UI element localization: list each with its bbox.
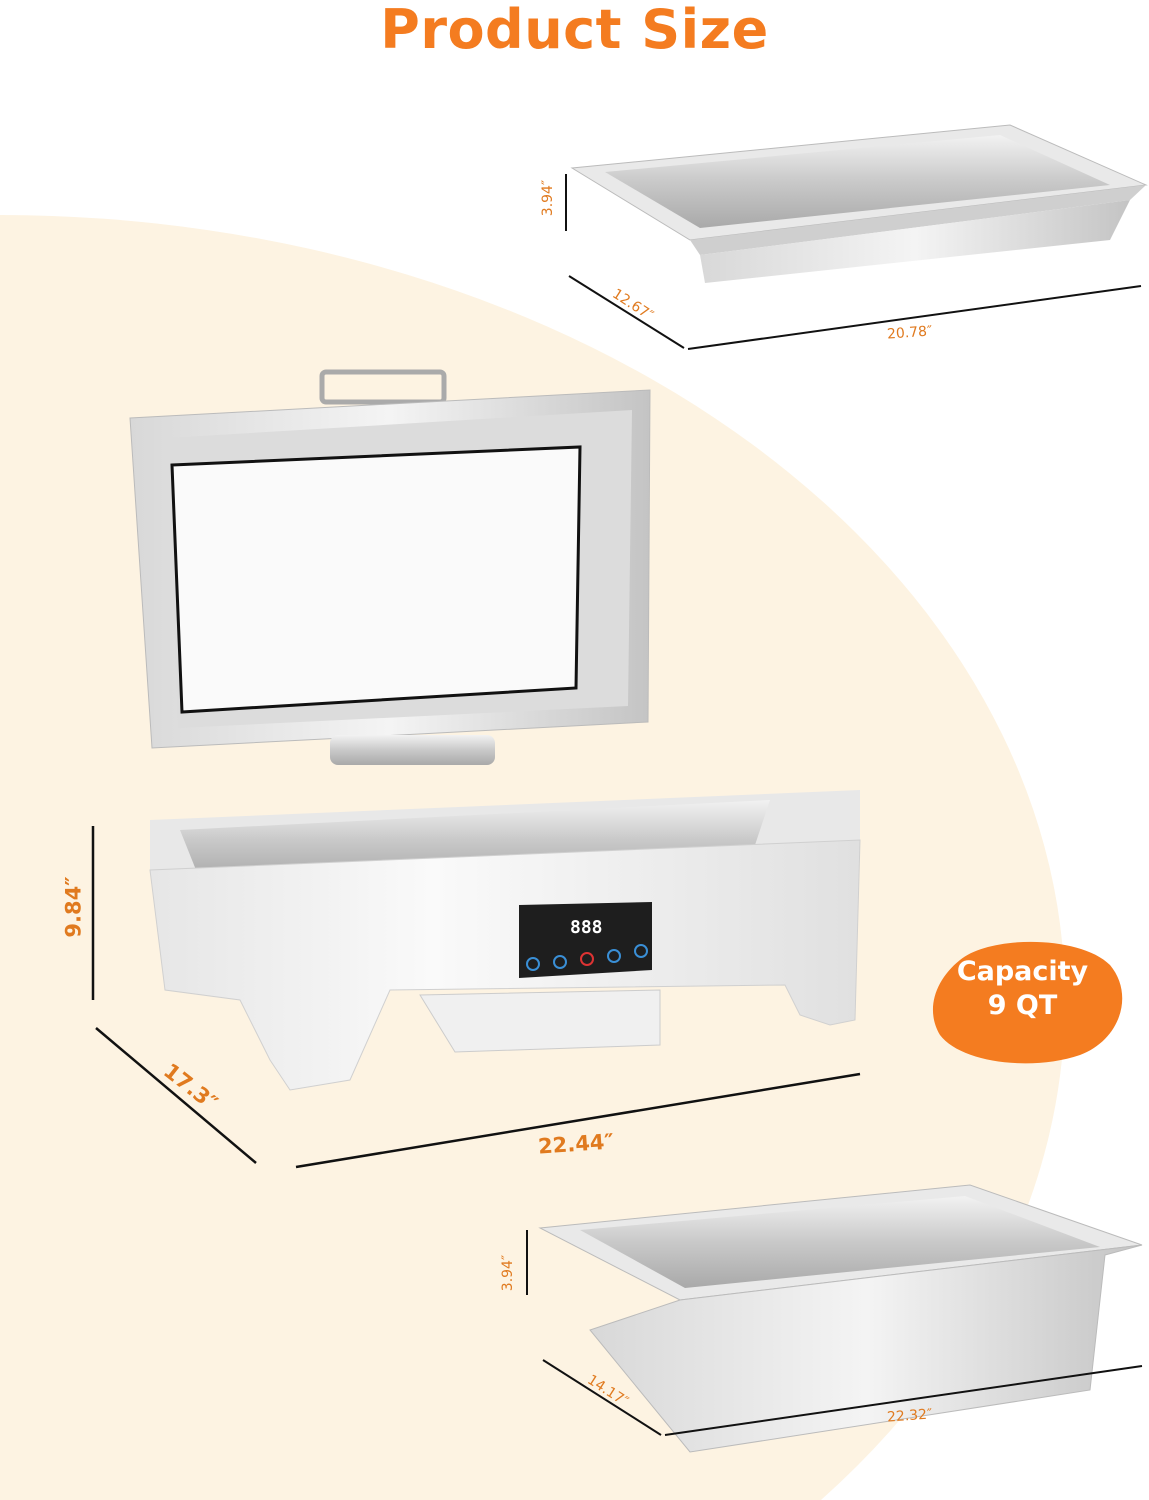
chafer-height-label: 9.84″	[61, 876, 86, 938]
capacity-blob	[932, 941, 1123, 1064]
bottom-pan-height-label: 3.94″	[500, 1254, 517, 1292]
top-pan-width-label: 20.78″	[886, 323, 933, 343]
temperature-display: 888	[570, 917, 603, 938]
top-pan-height-label: 3.94″	[540, 179, 557, 217]
top-pan-image	[570, 124, 1148, 283]
top-pan-dimension-lines	[565, 174, 1142, 350]
bottom-pan-width-label: 22.32″	[886, 1406, 933, 1426]
bottom-pan-image	[538, 1184, 1143, 1453]
capacity-label: Capacity	[956, 956, 1089, 987]
chafer-dimension-lines	[91, 826, 861, 1169]
capacity-value: 9 QT	[987, 990, 1058, 1021]
bottom-pan-dimension-lines	[526, 1230, 1143, 1436]
capacity-badge: Capacity 9 QT	[935, 955, 1110, 1023]
page-title: Product Size	[380, 0, 769, 61]
chafer-image	[129, 369, 861, 1091]
